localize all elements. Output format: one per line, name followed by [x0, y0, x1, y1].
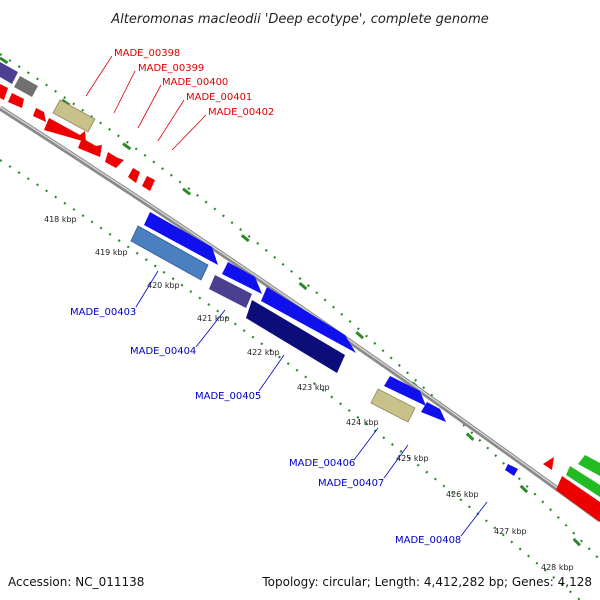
label-leader — [85, 55, 113, 97]
gene-label[interactable]: MADE_00398 — [114, 48, 180, 59]
kbp-label: 423 kbp — [297, 383, 330, 392]
gene-arrow[interactable] — [370, 388, 416, 423]
gene-labels-bottom: MADE_00403 MADE_00404 MADE_00405 MADE_00… — [70, 270, 488, 546]
topology-text: Topology: circular; Length: 4,412,282 bp… — [261, 575, 592, 589]
kbp-label: 424 kbp — [346, 418, 379, 427]
kbp-label: 420 kbp — [147, 281, 180, 290]
gene-arrow[interactable] — [261, 287, 356, 353]
gene-arrow[interactable] — [44, 118, 86, 142]
gene-track-bottom — [130, 212, 518, 476]
gene-arrow[interactable] — [222, 262, 262, 294]
gene-label[interactable]: MADE_00399 — [138, 63, 204, 74]
gene-arrow[interactable] — [0, 84, 8, 100]
gene-arrow[interactable] — [543, 457, 554, 470]
label-leader — [171, 114, 207, 151]
label-leader — [258, 354, 285, 392]
label-leader — [135, 270, 159, 308]
kbp-label: 419 kbp — [95, 248, 128, 257]
kbp-label: 421 kbp — [197, 314, 230, 323]
label-leader — [113, 70, 136, 114]
gene-arrow[interactable] — [142, 176, 155, 191]
gene-arrow[interactable] — [52, 99, 96, 133]
kbp-scale: 418 kbp 419 kbp 420 kbp 421 kbp 422 kbp … — [44, 215, 574, 572]
kbp-label: 428 kbp — [541, 563, 574, 572]
gene-track-top — [0, 62, 600, 522]
gene-arrow[interactable] — [556, 476, 600, 522]
gene-arrow[interactable] — [33, 108, 46, 122]
gene-arrow[interactable] — [246, 300, 345, 373]
gene-label[interactable]: MADE_00401 — [186, 92, 252, 103]
gene-arrow[interactable] — [105, 152, 124, 168]
kbp-label: 425 kbp — [396, 454, 429, 463]
kbp-label: 427 kbp — [494, 527, 527, 536]
gene-arrow[interactable] — [421, 402, 446, 422]
gene-arrow[interactable] — [14, 76, 38, 97]
label-leader — [157, 99, 185, 142]
gene-label[interactable]: MADE_00404 — [130, 346, 196, 357]
gene-label[interactable]: MADE_00408 — [395, 535, 461, 546]
label-leader — [460, 501, 488, 537]
gene-arrow[interactable] — [566, 466, 600, 497]
gene-label[interactable]: MADE_00402 — [208, 107, 274, 118]
label-leader — [353, 427, 379, 461]
label-leader — [195, 309, 226, 348]
kbp-label: 418 kbp — [44, 215, 77, 224]
backbone-highlight — [0, 106, 600, 520]
gene-arrow[interactable] — [130, 225, 209, 281]
gene-arrow[interactable] — [128, 168, 140, 183]
label-leader — [383, 444, 409, 479]
inner-tick-ring — [0, 159, 581, 600]
outer-major-ticks — [0, 56, 600, 568]
kbp-label: 422 kbp — [247, 348, 280, 357]
gene-labels-top: MADE_00398 MADE_00399 MADE_00400 MADE_00… — [85, 48, 274, 151]
gene-label[interactable]: MADE_00403 — [70, 307, 136, 318]
genome-backbone — [0, 105, 600, 523]
label-leader — [137, 84, 162, 129]
gene-arrow[interactable] — [505, 464, 518, 476]
gene-label[interactable]: MADE_00405 — [195, 391, 261, 402]
gene-arrow[interactable] — [0, 62, 18, 84]
gene-arrow[interactable] — [578, 455, 600, 476]
gene-arrow[interactable] — [78, 138, 102, 157]
gene-arrow[interactable] — [8, 93, 24, 108]
gene-label[interactable]: MADE_00406 — [289, 458, 355, 469]
gene-arrow[interactable] — [144, 212, 218, 265]
accession-text: Accession: NC_011138 — [8, 575, 144, 589]
gene-label[interactable]: MADE_00407 — [318, 478, 384, 489]
gene-arrow[interactable] — [209, 275, 252, 308]
gene-label[interactable]: MADE_00400 — [162, 77, 228, 88]
kbp-label: 426 kbp — [446, 490, 479, 499]
gene-arrow[interactable] — [384, 376, 426, 406]
map-title: Alteromonas macleodii 'Deep ecotype', co… — [110, 12, 488, 27]
outer-tick-ring — [0, 53, 600, 561]
